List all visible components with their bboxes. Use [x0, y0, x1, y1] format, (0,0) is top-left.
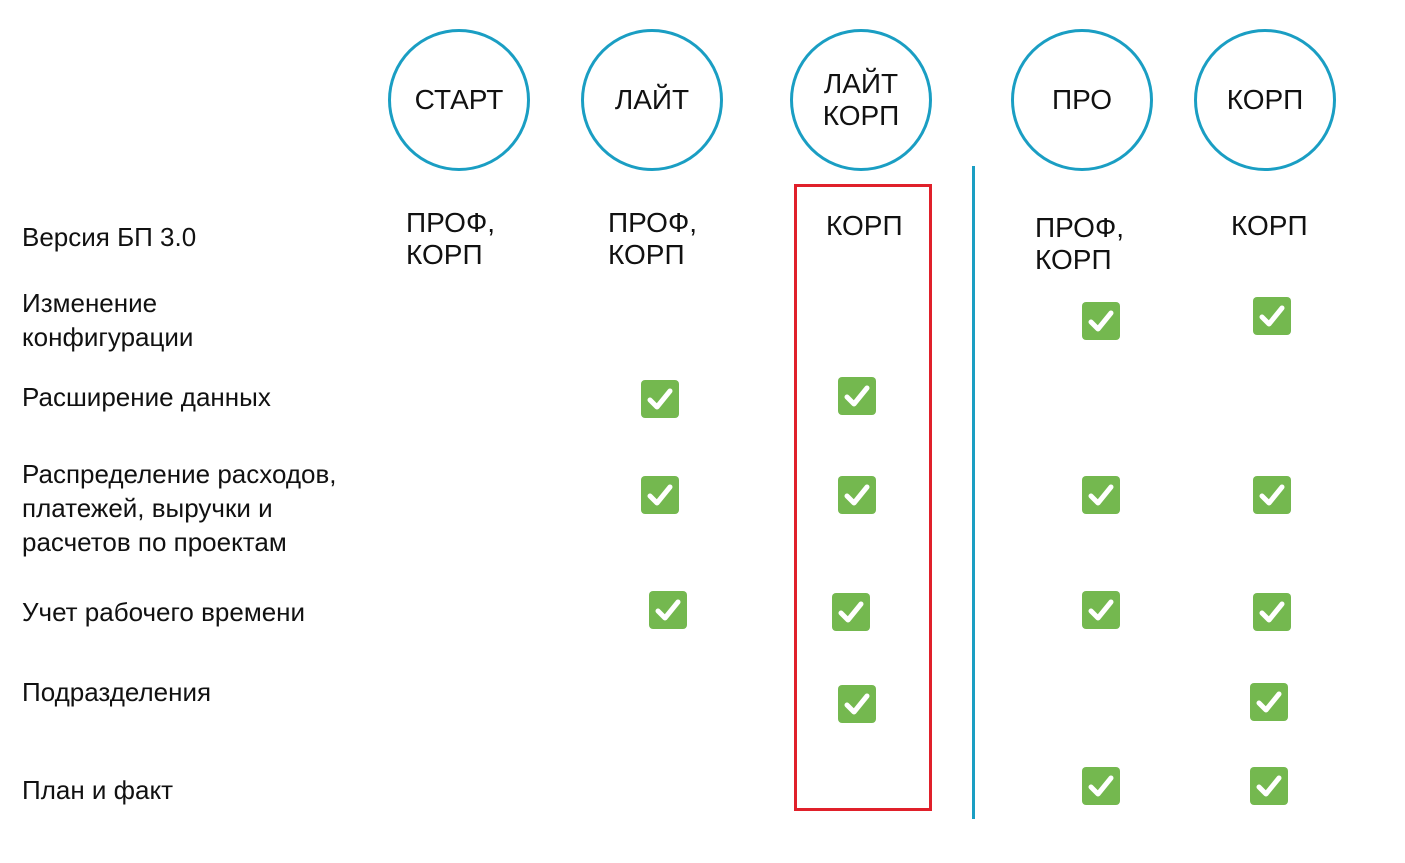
version-lite-corp: КОРП — [826, 210, 903, 241]
check-icon — [1253, 476, 1291, 514]
check-icon — [838, 476, 876, 514]
check-icon — [1250, 683, 1288, 721]
plan-circle-corp: КОРП — [1194, 29, 1336, 171]
row-label-data-extension: Расширение данных — [22, 382, 271, 412]
version-lite: ПРОФ, КОРП — [608, 207, 698, 270]
check-icon — [641, 476, 679, 514]
highlight-lite-corp-column — [794, 184, 932, 811]
plan-circle-start: СТАРТ — [388, 29, 530, 171]
check-icon — [1253, 297, 1291, 335]
column-divider — [972, 166, 975, 819]
version-pro: ПРОФ, КОРП — [1035, 212, 1125, 275]
row-label-version: Версия БП 3.0 — [22, 222, 197, 252]
check-icon — [649, 591, 687, 629]
row-label-plan-fact: План и факт — [22, 775, 174, 805]
check-icon — [1082, 591, 1120, 629]
row-label-time-tracking: Учет рабочего времени — [22, 597, 306, 627]
row-label-departments: Подразделения — [22, 677, 212, 707]
row-label-config-change: Изменение конфигурации — [22, 288, 194, 352]
row-label-project-distribution: Распределение расходов, платежей, выручк… — [22, 459, 337, 557]
plan-circle-pro: ПРО — [1011, 29, 1153, 171]
check-icon — [1082, 302, 1120, 340]
version-start: ПРОФ, КОРП — [406, 207, 496, 270]
version-corp: КОРП — [1231, 210, 1308, 241]
check-icon — [1250, 767, 1288, 805]
check-icon — [641, 380, 679, 418]
check-icon — [1253, 593, 1291, 631]
plan-circle-lite-corp: ЛАЙТ КОРП — [790, 29, 932, 171]
check-icon — [1082, 476, 1120, 514]
plan-circle-lite: ЛАЙТ — [581, 29, 723, 171]
check-icon — [838, 685, 876, 723]
check-icon — [832, 593, 870, 631]
check-icon — [838, 377, 876, 415]
check-icon — [1082, 767, 1120, 805]
